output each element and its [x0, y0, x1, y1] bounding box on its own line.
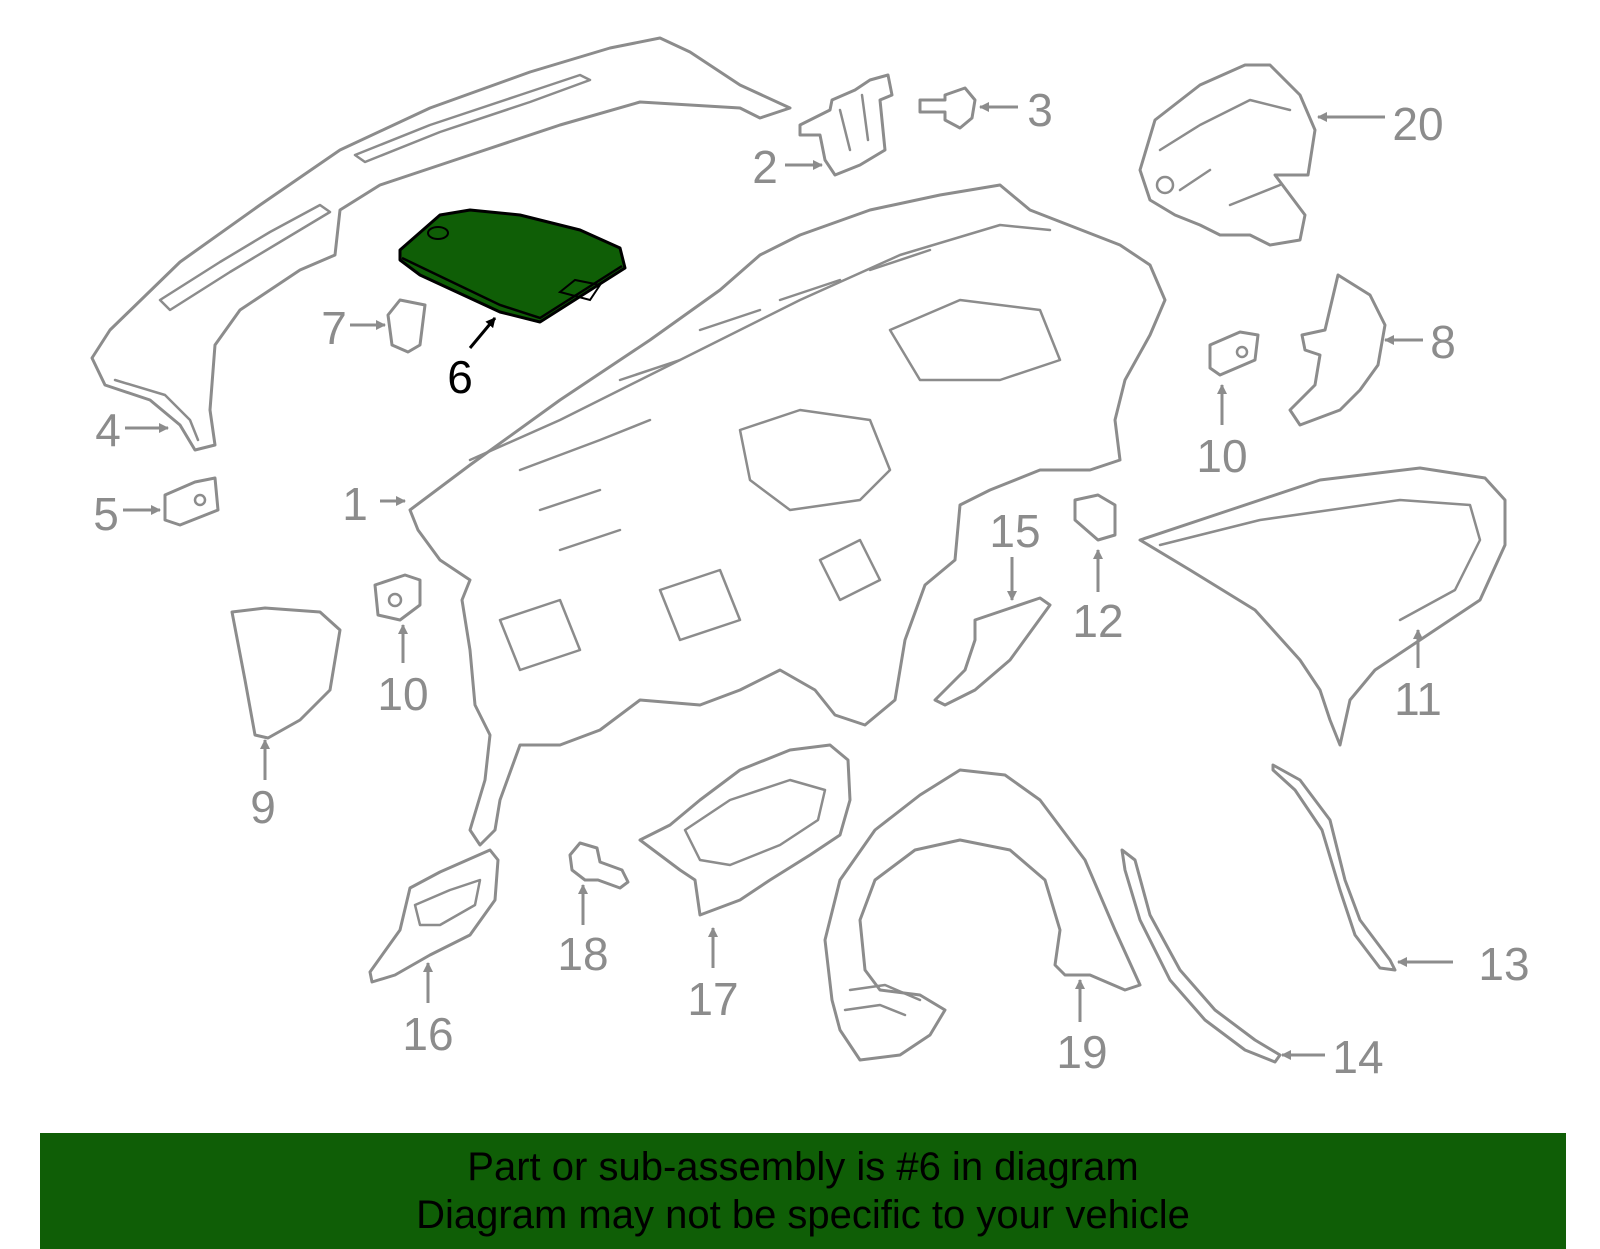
info-banner: Part or sub-assembly is #6 in diagram Di…	[40, 1133, 1566, 1249]
callout-8[interactable]: 8	[1430, 316, 1456, 368]
part-1-instrument-panel[interactable]	[408, 183, 1167, 847]
part-17-console-bezel[interactable]	[638, 743, 852, 917]
callout-3[interactable]: 3	[1027, 84, 1053, 136]
leader-lines	[123, 102, 1453, 1060]
callout-13[interactable]: 13	[1478, 938, 1529, 990]
part-9-side-cover[interactable]	[230, 606, 342, 740]
callout-10-left[interactable]: 10	[377, 668, 428, 720]
banner-line-2: Diagram may not be specific to your vehi…	[416, 1193, 1190, 1237]
part-13-seal[interactable]	[1271, 763, 1397, 972]
part-10-clip-left[interactable]	[373, 573, 422, 622]
part-10-clip-right[interactable]	[1208, 330, 1260, 377]
part-20-airbag[interactable]	[1138, 63, 1317, 247]
callout-11[interactable]: 11	[1394, 673, 1442, 725]
part-8-end-panel[interactable]	[1288, 273, 1387, 427]
part-6-cover-highlighted[interactable]	[398, 208, 627, 324]
part-4-dash-pad[interactable]	[90, 36, 792, 452]
callout-9[interactable]: 9	[250, 781, 276, 833]
part-11-side-trim[interactable]	[1138, 466, 1507, 747]
part-2-bracket[interactable]	[798, 73, 894, 177]
part-3-pin[interactable]	[918, 86, 977, 130]
callout-2[interactable]: 2	[752, 141, 778, 193]
callout-7[interactable]: 7	[321, 302, 347, 354]
callout-18[interactable]: 18	[557, 928, 608, 980]
part-18-bolt[interactable]	[568, 841, 630, 890]
callout-5[interactable]: 5	[93, 488, 119, 540]
part-5-clip[interactable]	[163, 476, 220, 527]
callout-labels: 1 2 3 4 5 6 7 8 9 10 10 11 12 13 14 15 1…	[93, 84, 1529, 1083]
callout-6-highlighted[interactable]: 6	[447, 351, 473, 403]
callout-20[interactable]: 20	[1392, 98, 1443, 150]
part-14-seal[interactable]	[1120, 848, 1282, 1064]
callout-14[interactable]: 14	[1332, 1031, 1383, 1083]
part-7-clip[interactable]	[386, 298, 427, 354]
part-16-bezel[interactable]	[368, 848, 500, 984]
callout-10-right[interactable]: 10	[1196, 430, 1247, 482]
part-19-lower-trim[interactable]	[823, 768, 1142, 1062]
callout-15[interactable]: 15	[989, 505, 1040, 557]
part-15-bracket[interactable]	[933, 596, 1052, 707]
banner-line-1: Part or sub-assembly is #6 in diagram	[467, 1145, 1139, 1189]
callout-4[interactable]: 4	[95, 404, 121, 456]
callout-16[interactable]: 16	[402, 1008, 453, 1060]
callout-19[interactable]: 19	[1056, 1026, 1107, 1078]
callout-17[interactable]: 17	[687, 973, 738, 1025]
callout-1[interactable]: 1	[342, 478, 368, 530]
callout-12[interactable]: 12	[1072, 595, 1123, 647]
part-12-clip[interactable]	[1073, 493, 1117, 542]
